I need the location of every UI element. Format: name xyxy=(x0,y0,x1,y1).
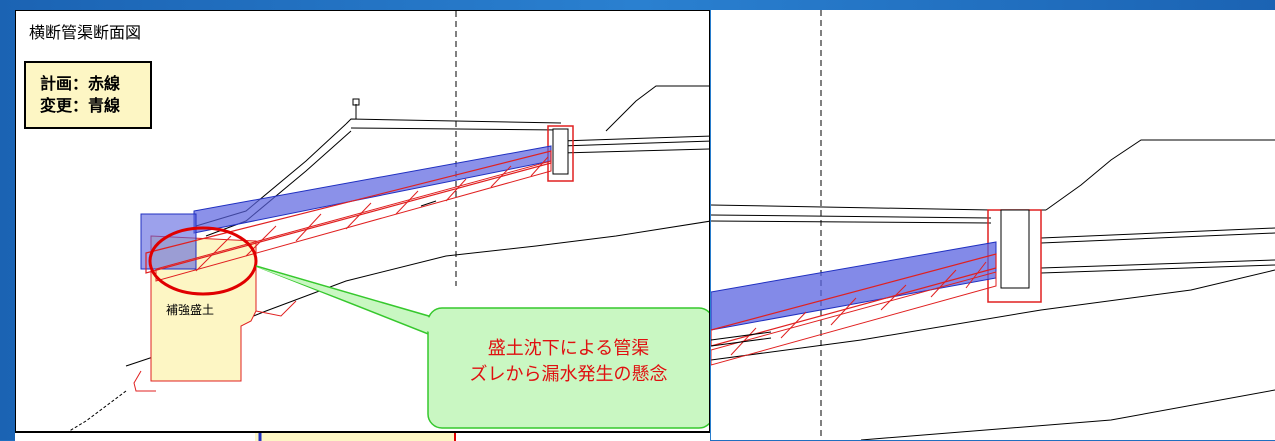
callout-text: 盛土沈下による管渠 ズレから漏水発生の懸念 xyxy=(426,336,709,406)
manhole-right xyxy=(1000,209,1030,289)
pipe-change-right xyxy=(711,241,997,331)
cross-section-drawing-right xyxy=(711,10,1275,440)
pipe-plan-right xyxy=(711,253,997,347)
callout-box xyxy=(427,307,709,429)
callout-line-2: ズレから漏水発生の懸念 xyxy=(469,364,668,385)
pipe-change xyxy=(193,145,552,234)
callout-line-1: 盛土沈下による管渠 xyxy=(487,338,650,359)
manhole xyxy=(552,128,569,175)
legend-plan: 計画：赤線 xyxy=(40,74,121,93)
highlight-circle xyxy=(148,226,258,296)
road-line xyxy=(350,127,562,131)
legend-box: 計画：赤線 変更：青線 xyxy=(24,61,152,129)
reinforced-fill-label: 補強盛土 xyxy=(166,303,215,317)
cross-section-panel-right xyxy=(711,10,1275,440)
ground-line xyxy=(605,85,709,132)
road-surface xyxy=(345,118,562,125)
cross-section-drawing-left xyxy=(68,11,709,431)
ground-line-right xyxy=(1045,139,1275,211)
legend-change: 変更：青線 xyxy=(40,96,121,115)
cross-section-panel-left: 横断管渠断面図 計画：赤線 変更：青線 補強盛土 盛土沈下による管渠 ズレから漏… xyxy=(15,10,710,432)
page-title: 横断管渠断面図 xyxy=(29,23,142,42)
